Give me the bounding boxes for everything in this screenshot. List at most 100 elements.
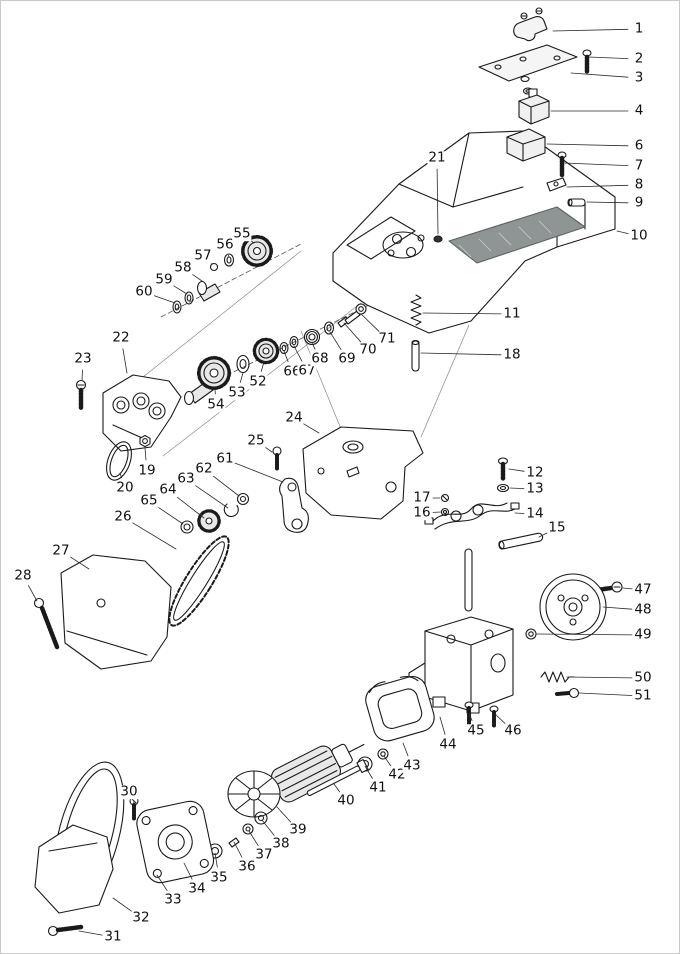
washer-66: [279, 341, 289, 355]
part-callout-22: 22: [111, 329, 131, 346]
part-callout-7: 7: [633, 157, 645, 174]
part-callout-24: 24: [284, 409, 304, 426]
part-callout-48: 48: [633, 601, 653, 618]
part-callout-65: 65: [139, 492, 159, 509]
part-callout-53: 53: [227, 384, 247, 401]
switch-block: [518, 88, 550, 125]
part-callout-26: 26: [113, 508, 133, 525]
part-callout-62: 62: [194, 460, 214, 477]
washer-37: [242, 823, 254, 835]
part-callout-19: 19: [137, 462, 157, 479]
part-callout-38: 38: [271, 835, 291, 852]
part-callout-10: 10: [629, 227, 649, 244]
screw-46: [489, 705, 499, 729]
circlip-63: [223, 503, 239, 518]
clip-plate-8: [546, 177, 567, 192]
part-callout-41: 41: [368, 779, 388, 796]
part-callout-44: 44: [438, 736, 458, 753]
screw-23: [75, 379, 87, 412]
pulley-wheel-48: [539, 573, 607, 641]
part-callout-15: 15: [547, 519, 567, 536]
part-callout-51: 51: [633, 687, 653, 704]
bolt-51: [555, 687, 580, 699]
part-callout-50: 50: [633, 669, 653, 686]
part-callout-13: 13: [525, 480, 545, 497]
screw-12: [497, 457, 509, 483]
middle-gear-train: [183, 303, 367, 406]
part-callout-4: 4: [633, 102, 645, 119]
screw-45: [464, 701, 474, 727]
washer-13: [496, 483, 510, 493]
spring-50: [540, 671, 575, 683]
upper-gear-train: [172, 235, 273, 314]
bolt-71: [344, 303, 367, 325]
washer-65: [180, 520, 194, 534]
bracket-24: [302, 426, 424, 520]
part-callout-39: 39: [288, 821, 308, 838]
spring-11: [410, 294, 422, 326]
wiring-bundle-14: [424, 502, 520, 530]
part-callout-9: 9: [633, 194, 645, 211]
chain-26: [168, 535, 230, 627]
washer-53: [236, 354, 250, 374]
clip-57: [209, 262, 219, 272]
part-callout-23: 23: [73, 350, 93, 367]
part-callout-67: 67: [297, 362, 317, 379]
screw-30: [129, 796, 139, 821]
part-callout-12: 12: [525, 464, 545, 481]
lever-link-61: [279, 477, 309, 533]
part-callout-14: 14: [525, 505, 545, 522]
part-callout-20: 20: [115, 479, 135, 496]
sprocket-64: [197, 509, 221, 533]
washer-56: [223, 253, 235, 267]
part-callout-59: 59: [154, 271, 174, 288]
gear-52: [252, 337, 280, 365]
part-callout-1: 1: [633, 20, 645, 37]
part-callout-58: 58: [173, 259, 193, 276]
part-callout-55: 55: [232, 225, 252, 242]
washer-42: [377, 748, 389, 760]
part-callout-70: 70: [358, 341, 378, 358]
shaft-gear-58: [196, 280, 221, 302]
part-callout-21: 21: [427, 149, 447, 166]
part-callout-69: 69: [337, 350, 357, 367]
cooling-fan-39: [227, 770, 281, 818]
part-callout-68: 68: [310, 350, 330, 367]
nut-16: [440, 507, 450, 517]
handle-clamp: [513, 7, 548, 42]
part-callout-32: 32: [131, 909, 151, 926]
part-callout-57: 57: [193, 247, 213, 264]
nut-19: [139, 434, 151, 448]
part-callout-11: 11: [502, 305, 522, 322]
part-callout-6: 6: [633, 137, 645, 154]
gear-55: [241, 235, 273, 267]
washer-62: [236, 492, 250, 506]
gear-54: [183, 356, 231, 406]
main-housing: [332, 130, 616, 334]
screw-31: [47, 924, 84, 937]
part-callout-45: 45: [466, 722, 486, 739]
washer-38: [254, 811, 268, 825]
part-callout-56: 56: [215, 236, 235, 253]
part-callout-63: 63: [176, 470, 196, 487]
through-bolt-40: [306, 759, 369, 797]
leader-lines: [27, 28, 633, 936]
belt-cover-27: [60, 554, 172, 670]
part-callout-27: 27: [51, 542, 71, 559]
part-callout-71: 71: [377, 330, 397, 347]
screw-25: [272, 446, 282, 471]
part-callout-8: 8: [633, 176, 645, 193]
bolt-28: [33, 597, 60, 650]
pin-18: [411, 339, 420, 372]
part-callout-3: 3: [633, 69, 645, 86]
screw-7: [557, 151, 567, 178]
lower-cover-32: [34, 824, 114, 914]
pin-9: [567, 198, 586, 207]
field-stator-43: [365, 676, 435, 742]
part-callout-60: 60: [134, 283, 154, 300]
part-callout-36: 36: [237, 858, 257, 875]
part-callout-18: 18: [502, 346, 522, 363]
guide-pin: [464, 548, 473, 612]
